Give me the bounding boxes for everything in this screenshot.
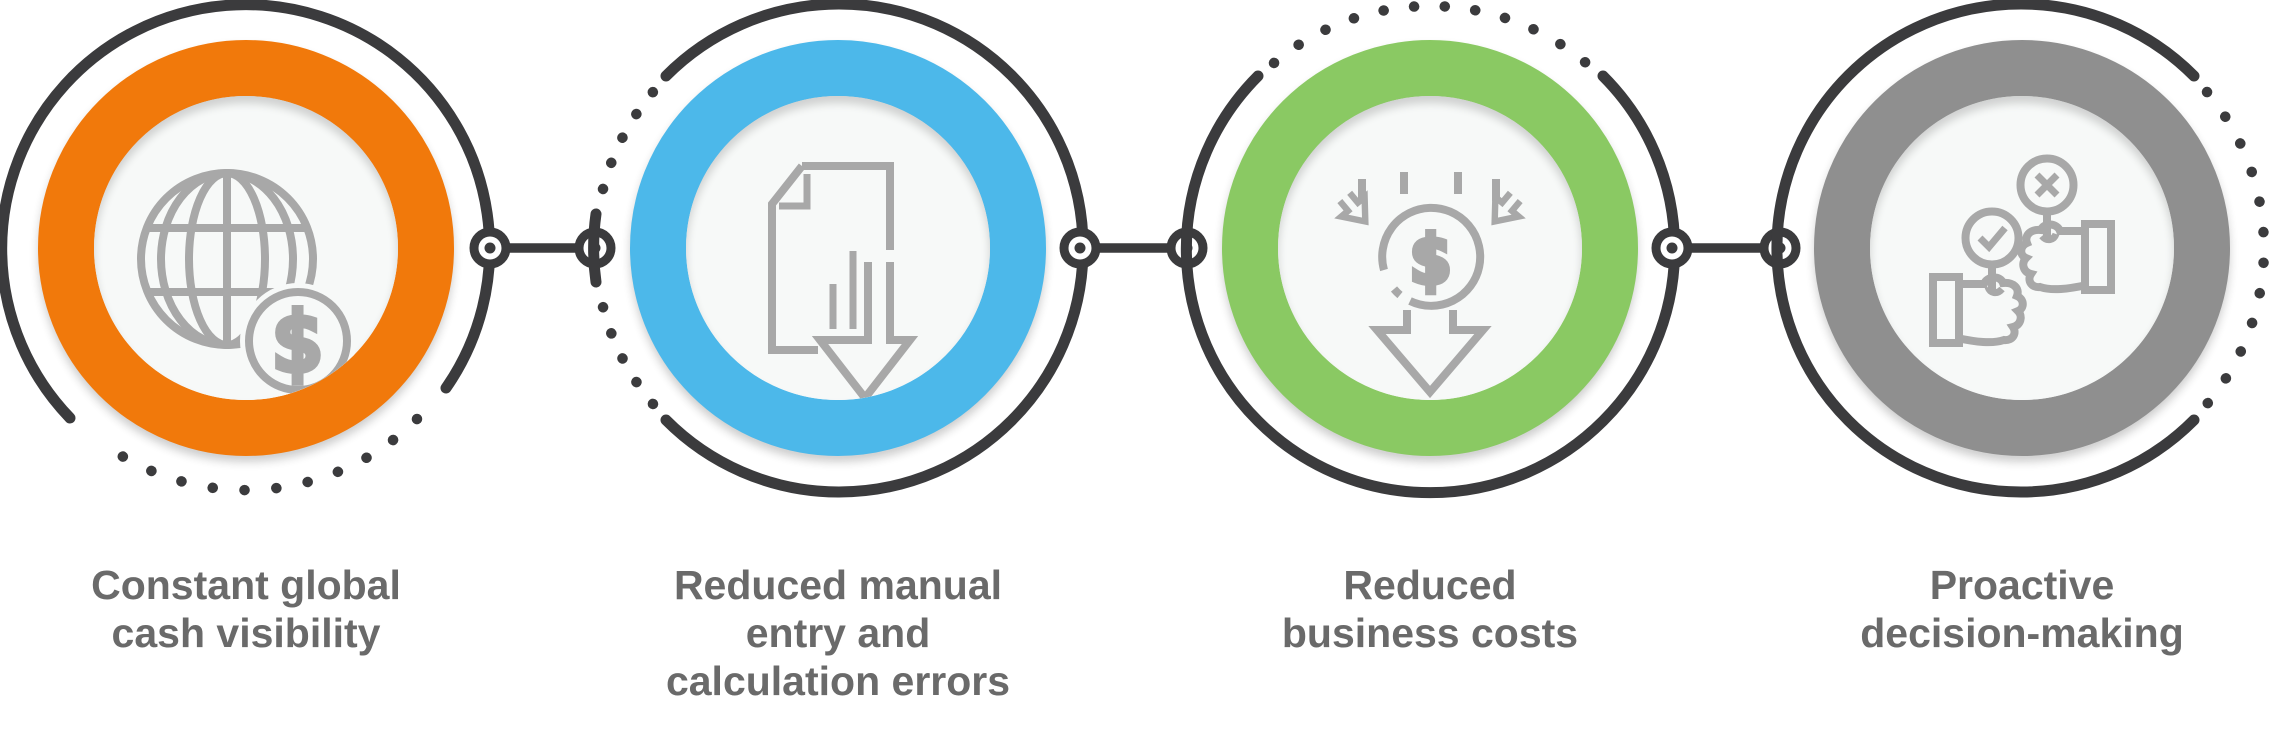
converge-arrow-left <box>1334 190 1369 226</box>
reject-sign-icon <box>2016 154 2115 294</box>
step-2-ring <box>630 40 1046 456</box>
label-line: Reduced <box>1343 562 1517 608</box>
left-fist <box>1956 273 2027 347</box>
document-download-icon <box>768 162 919 400</box>
step-2-node-arc <box>588 208 602 288</box>
step-2-disc <box>686 96 990 400</box>
right-fist <box>2017 220 2088 294</box>
converge-arrow-right <box>1491 190 1526 226</box>
label-line: business costs <box>1281 610 1579 656</box>
step-4 <box>1771 0 2269 498</box>
step-4-label: Proactive decision-making <box>1772 561 2269 657</box>
step-4-outer-arc <box>1771 0 2200 498</box>
step-1-ring <box>38 40 454 456</box>
step-2-dotted-arc-upper <box>597 86 659 195</box>
label-line: decision-making <box>1860 610 2184 656</box>
label-line: Reduced manual <box>673 562 1003 608</box>
step-2-dotted-arc-lower <box>597 301 659 410</box>
right-cuff <box>2081 220 2115 294</box>
step-2-label: Reduced manual entry and calculation err… <box>588 561 1088 705</box>
step-3: $ <box>1181 0 1680 498</box>
step-2 <box>588 0 1089 498</box>
dollar-sign: $ <box>1411 224 1452 298</box>
approve-sign-icon <box>1929 207 2027 347</box>
approve-reject-hands-icon <box>1929 154 2115 347</box>
left-cuff <box>1929 273 1963 347</box>
step-3-disc <box>1278 96 1582 400</box>
coin-backing <box>240 283 356 399</box>
label-line: calculation errors <box>665 658 1011 704</box>
step-3-label: Reduced business costs <box>1180 561 1680 657</box>
label-line: cash visibility <box>111 610 381 656</box>
step-1: $ <box>0 0 496 496</box>
label-line: entry and <box>745 610 931 656</box>
step-1-outer-arc <box>0 0 496 424</box>
label-line: Constant global <box>91 562 401 608</box>
globe-dollar-icon: $ <box>137 169 356 399</box>
step-3-ring <box>1222 40 1638 456</box>
dollar-sign: $ <box>273 296 324 389</box>
label-line: Proactive <box>1929 562 2115 608</box>
step-4-ring <box>1814 40 2230 456</box>
dollar-decrease-icon: $ <box>1334 172 1526 399</box>
step-1-label: Constant global cash visibility <box>0 561 496 657</box>
